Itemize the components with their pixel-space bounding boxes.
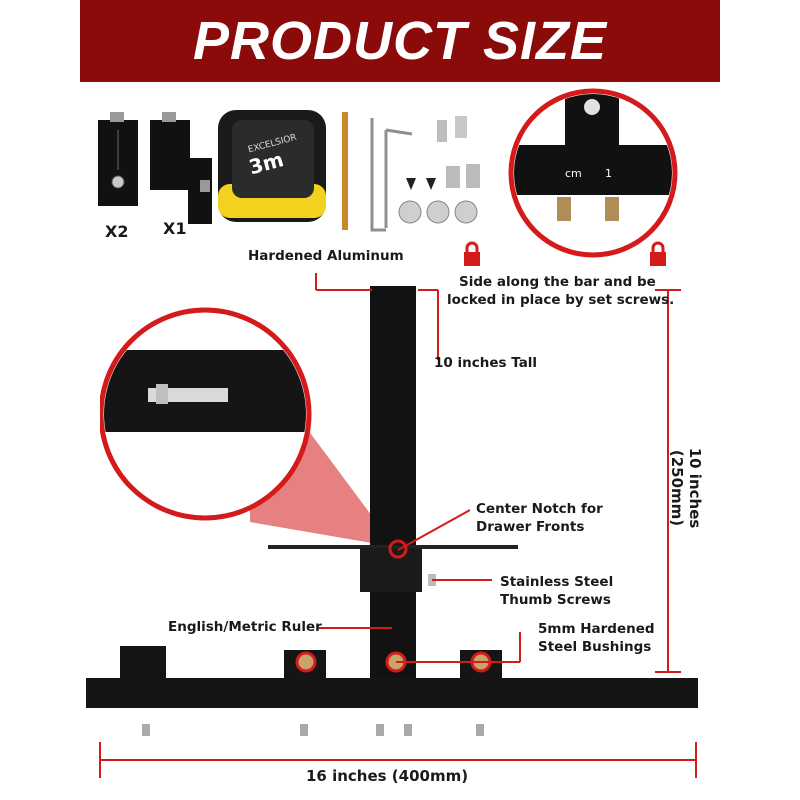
callout-thumb-screws-2: Thumb Screws [500,592,611,608]
lock-icon [464,241,480,266]
cabinet-block-a-icon [98,112,138,206]
dimension-width: 16 inches (400mm) [306,767,469,785]
callout-center-notch-1: Center Notch for [476,501,603,517]
banner-title: PRODUCT SIZE [192,11,608,71]
callout-ruler: English/Metric Ruler [168,619,322,635]
block-qty-x2: X2 [105,222,129,241]
callout-side-along-1: Side along the bar and be [459,274,656,290]
block-qty-x1: X1 [163,219,187,238]
callout-thumb-screws-1: Stainless Steel [500,574,614,590]
svg-text:cm: cm [565,167,582,180]
tape-measure-icon: EXCELSIOR 3m [218,110,326,222]
lock-icons [464,241,666,266]
product-size-banner: PRODUCT SIZE [80,0,720,82]
callout-center-notch-2: Drawer Fronts [476,519,585,535]
screws-icon [398,116,480,224]
lock-icon [650,241,666,266]
callout-side-along-2: locked in place by set screws. [447,292,675,308]
hex-key-icon [370,118,413,232]
ruler-detail-zoom: cm 1 [508,88,678,258]
callout-bushings-1: 5mm Hardened [538,621,655,637]
dimension-height: 10 inches (250mm) [668,447,704,529]
cabinet-block-b-icon [150,112,212,224]
callout-hardened-aluminum: Hardened Aluminum [248,248,404,264]
drill-bit-icon [342,112,348,230]
svg-text:1: 1 [605,167,612,180]
slider-zoom-lens [100,307,395,547]
callout-bushings-2: Steel Bushings [538,639,652,655]
accessories-illustration: EXCELSIOR 3m [98,110,480,232]
callout-ten-inches-tall: 10 inches Tall [434,355,538,371]
